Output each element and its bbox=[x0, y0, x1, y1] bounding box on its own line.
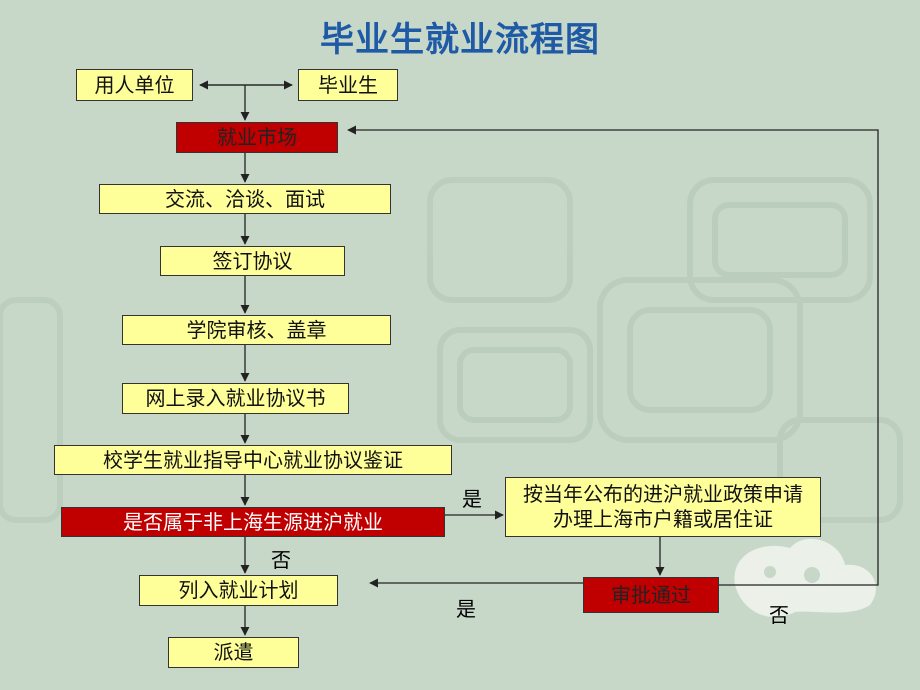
page-title: 毕业生就业流程图 bbox=[320, 20, 600, 60]
node-online-entry: 网上录入就业协议书 bbox=[122, 383, 349, 414]
node-approved: 审批通过 bbox=[583, 577, 719, 613]
node-employment-plan: 列入就业计划 bbox=[139, 575, 338, 606]
node-apply-hukou: 按当年公布的进沪就业政策申请办理上海市户籍或居住证 bbox=[505, 477, 821, 537]
node-employer: 用人单位 bbox=[76, 69, 193, 101]
node-college-review: 学院审核、盖章 bbox=[122, 315, 391, 345]
node-job-market: 就业市场 bbox=[176, 122, 338, 153]
node-sign-agreement: 签订协议 bbox=[160, 246, 345, 276]
edge-label-no-plan: 否 bbox=[271, 548, 291, 572]
edge-label-yes-apply: 是 bbox=[462, 487, 482, 511]
node-non-shanghai-question: 是否属于非上海生源进沪就业 bbox=[61, 507, 445, 537]
node-center-verify: 校学生就业指导中心就业协议鉴证 bbox=[54, 445, 452, 475]
edge-label-no-market: 否 bbox=[769, 603, 789, 627]
node-dispatch: 派遣 bbox=[168, 637, 299, 668]
edge-label-yes-plan: 是 bbox=[456, 597, 476, 621]
node-graduate: 毕业生 bbox=[298, 69, 398, 101]
node-interview: 交流、洽谈、面试 bbox=[99, 184, 391, 214]
